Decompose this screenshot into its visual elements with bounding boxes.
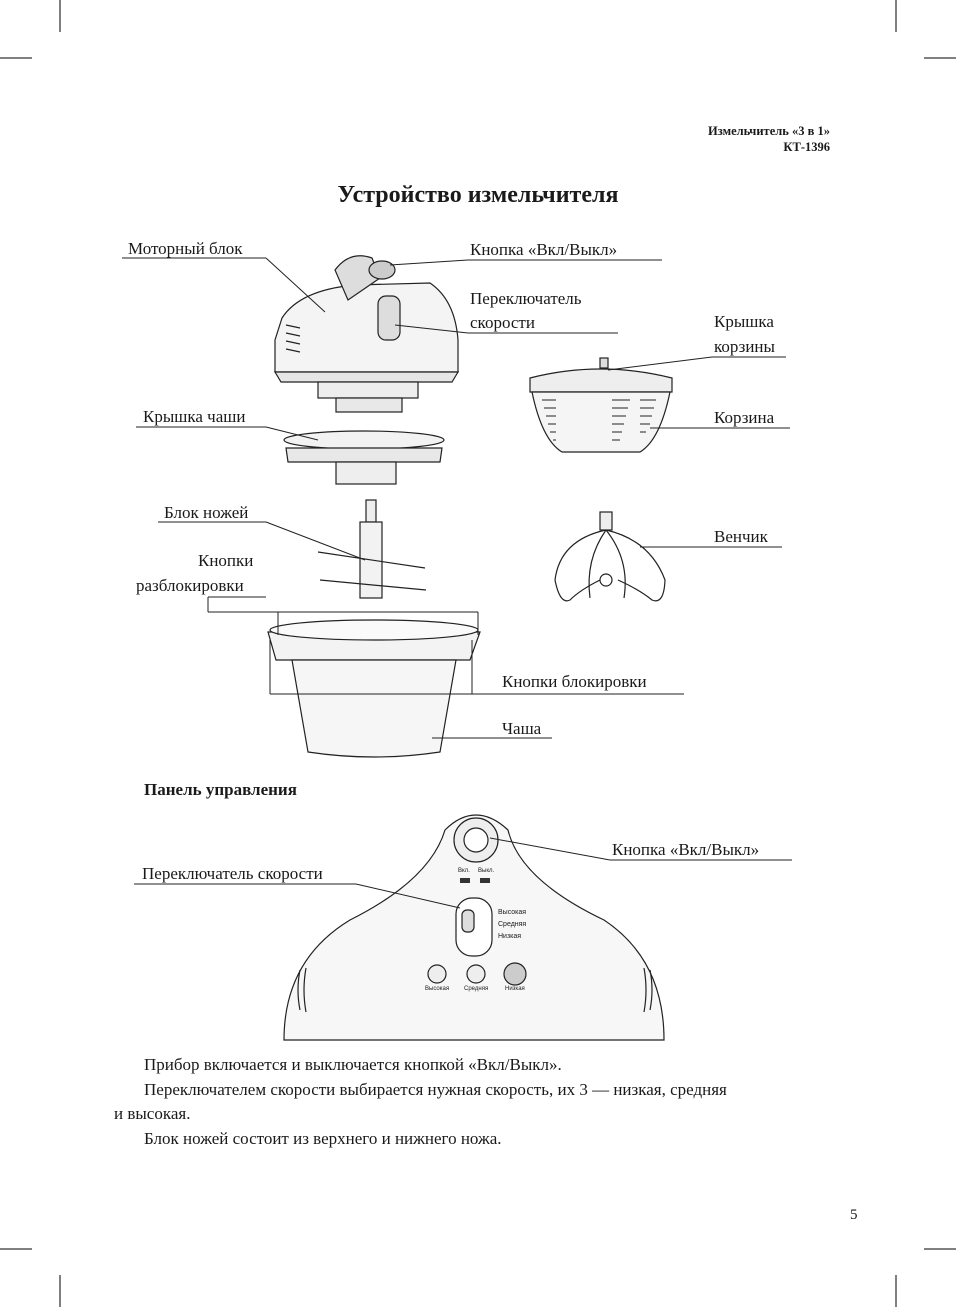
label-basket-lid-1: Крышка [714,312,774,331]
control-panel-heading: Панель управления [144,780,297,799]
control-panel-drawing [134,814,792,1041]
bowl-lid-drawing [283,430,445,485]
label-whisk: Венчик [714,527,768,546]
page-title: Устройство измельчителя [337,182,619,208]
paragraph-1: Прибор включается и выключается кнопкой … [144,1055,562,1074]
panel-icon-label-high: Высокая [425,986,450,992]
leader-lines [122,257,790,739]
paragraph-2-cont: и высокая. [114,1104,191,1123]
paragraph-3: Блок ножей состоит из верхнего и нижнего… [144,1129,502,1148]
label-unlock-buttons-2: разблокировки [136,576,244,595]
label-power-button: Кнопка «Вкл/Выкл» [470,240,618,259]
label-motor-block: Моторный блок [128,239,243,258]
header-model: КТ-1396 [783,140,830,154]
panel-on-label: Вкл. [458,868,470,874]
bowl-drawing [267,619,481,758]
panel-icon-label-medium: Средняя [464,986,489,992]
label-speed-switch-2: скорости [470,313,535,332]
paragraph-2: Переключателем скорости выбирается нужна… [144,1080,727,1099]
label-bowl-lid: Крышка чаши [143,407,246,426]
blade-block-drawing [317,499,427,599]
label-bowl: Чаша [502,719,542,738]
motor-block-drawing [273,255,460,413]
label-basket-lid-2: корзины [714,337,775,356]
panel-speed-high: Высокая [498,909,527,916]
label-lock-buttons: Кнопки блокировки [502,672,647,691]
label-basket: Корзина [714,408,775,427]
whisk-drawing [554,511,666,602]
panel-off-label: Выкл. [478,868,495,874]
label-blade-block: Блок ножей [164,503,249,522]
label-cp-power-button: Кнопка «Вкл/Выкл» [612,840,760,859]
basket-drawing [529,357,673,453]
page-number: 5 [850,1207,858,1223]
header-product: Измельчитель «3 в 1» [708,124,830,138]
label-unlock-buttons-1: Кнопки [198,551,254,570]
panel-icon-label-low: Низкая [505,986,525,992]
label-cp-speed-switch: Переключатель скорости [142,864,323,883]
label-speed-switch-1: Переключатель [470,289,582,308]
panel-speed-low: Низкая [498,933,522,940]
panel-speed-medium: Средняя [498,921,527,928]
